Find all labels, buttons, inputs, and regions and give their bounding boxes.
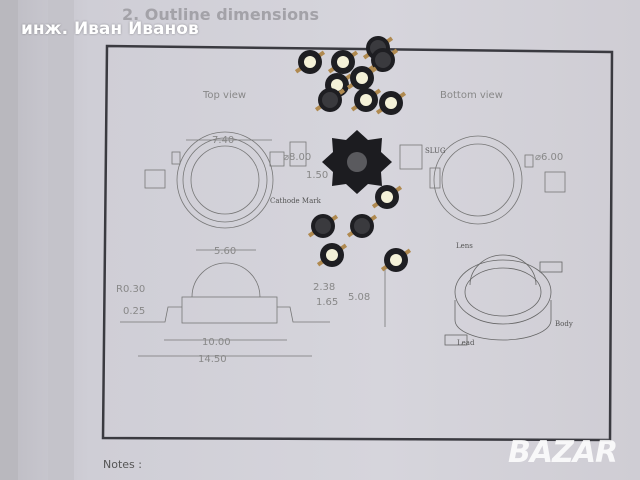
led bbox=[346, 214, 378, 238]
top-view-label: Top view bbox=[202, 90, 246, 101]
dim-5-60: 5.60 bbox=[214, 246, 236, 257]
dim-6-00: ⌀6.00 bbox=[535, 152, 563, 163]
side-band bbox=[48, 0, 74, 480]
dim-10-00: 10.00 bbox=[202, 337, 231, 348]
dim-14-50: 14.50 bbox=[198, 354, 227, 365]
dim-1-65: 1.65 bbox=[316, 297, 338, 308]
body-label: Body bbox=[555, 320, 573, 328]
led-group bbox=[294, 36, 412, 272]
slug-label: SLUG bbox=[425, 147, 446, 155]
dim-8-00: ⌀8.00 bbox=[283, 152, 311, 163]
dim-5-08: 5.08 bbox=[348, 292, 370, 303]
led bbox=[367, 48, 399, 72]
dim-7-40: 7.40 bbox=[212, 135, 234, 146]
led bbox=[307, 214, 339, 238]
lead-label: Lead bbox=[457, 339, 475, 347]
led bbox=[371, 185, 403, 209]
section-heading: 2. Outline dimensions bbox=[122, 5, 319, 24]
dim-2-38: 2.38 bbox=[313, 282, 335, 293]
led bbox=[327, 50, 359, 74]
led bbox=[294, 50, 326, 74]
dim-1-50: 1.50 bbox=[306, 170, 328, 181]
bottom-view-drawing bbox=[399, 135, 566, 225]
author-overlay: инж. Иван Иванов bbox=[21, 19, 199, 39]
dim-r0-30: R0.30 bbox=[116, 284, 145, 295]
isometric-drawing bbox=[444, 254, 563, 346]
page-edge bbox=[0, 0, 18, 480]
star-heatsink bbox=[322, 130, 392, 194]
top-view-drawing bbox=[144, 131, 307, 229]
led bbox=[346, 66, 378, 90]
lens-label: Lens bbox=[456, 242, 473, 250]
drawing-frame bbox=[101, 44, 614, 442]
notes-label: Notes : bbox=[103, 458, 142, 471]
led bbox=[316, 243, 348, 267]
led bbox=[375, 91, 407, 115]
led bbox=[350, 88, 382, 112]
led bbox=[314, 88, 346, 112]
led bbox=[380, 248, 412, 272]
bottom-view-label: Bottom view bbox=[440, 90, 503, 101]
side-view-drawing bbox=[120, 249, 386, 357]
dim-0-25: 0.25 bbox=[123, 306, 145, 317]
cathode-mark-label: Cathode Mark bbox=[270, 197, 322, 205]
bazar-watermark-logo: BAZAR bbox=[508, 435, 618, 470]
